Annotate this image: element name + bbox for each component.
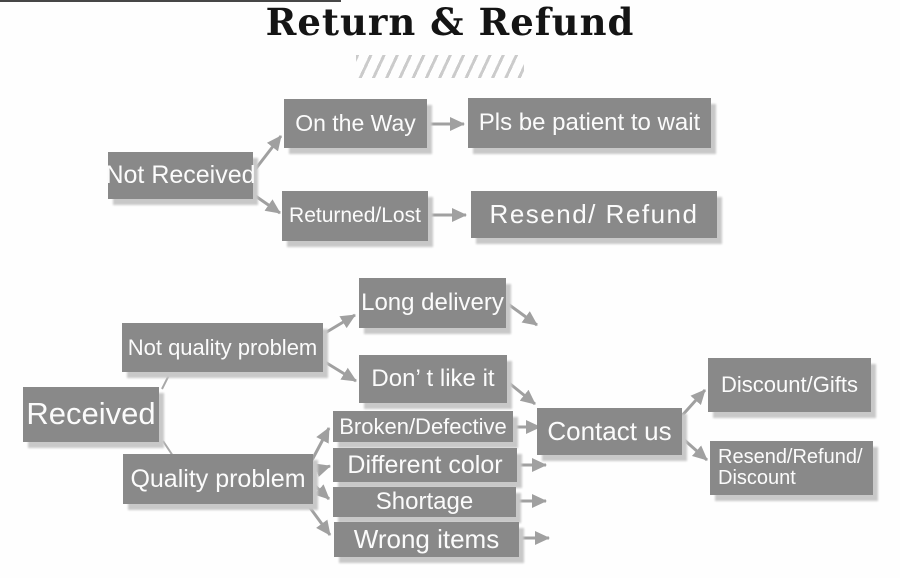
node-dont-like-it: Don’ t like it [359,355,507,403]
node-resend-refund-discount: Resend/Refund/ Discount [710,441,873,495]
node-resend-refund-discount-line1: Resend/Refund/ [718,446,863,468]
arrow-longdelivery-out [507,302,538,327]
arrow-notquality-longdelivery [324,313,356,335]
node-wrong-items: Wrong items [334,522,519,557]
node-different-color: Different color [333,448,517,482]
arrow-quality-wrongitems [306,504,332,536]
node-discount-gifts: Discount/Gifts [708,358,871,412]
node-quality-problem: Quality problem [123,454,313,504]
node-shortage: Shortage [333,487,516,517]
node-not-quality-problem: Not quality problem [122,323,323,372]
arrow-notreceived-returnedlost [253,193,281,215]
node-long-delivery: Long delivery [359,278,506,328]
node-not-received: Not Received [105,152,256,199]
arrow-dontlike-contact [508,381,536,406]
arrow-contact-discountgifts [677,388,707,421]
node-resend-refund: Resend/ Refund [471,191,717,238]
arrow-contact-resenddiscount [680,435,708,462]
arrow-quality-different [313,463,331,477]
node-pls-be-patient: Pls be patient to wait [468,98,711,148]
title-hatch-decoration [356,55,524,78]
node-on-the-way: On the Way [284,99,427,148]
node-broken-defective: Broken/Defective [333,411,513,442]
node-resend-refund-discount-line2: Discount [718,467,796,489]
arrow-notreceived-ontheway [252,135,283,172]
node-returned-lost: Returned/Lost [282,191,428,241]
title-rule-right [0,0,340,2]
arrow-quality-broken [309,427,331,463]
node-received: Received [23,387,159,442]
arrow-quality-shortage [311,482,331,501]
node-contact-us: Contact us [537,408,682,455]
link-received-notquality [161,370,172,390]
page-title: Return & Refund [265,0,635,44]
arrow-notquality-dontlike [324,360,357,383]
